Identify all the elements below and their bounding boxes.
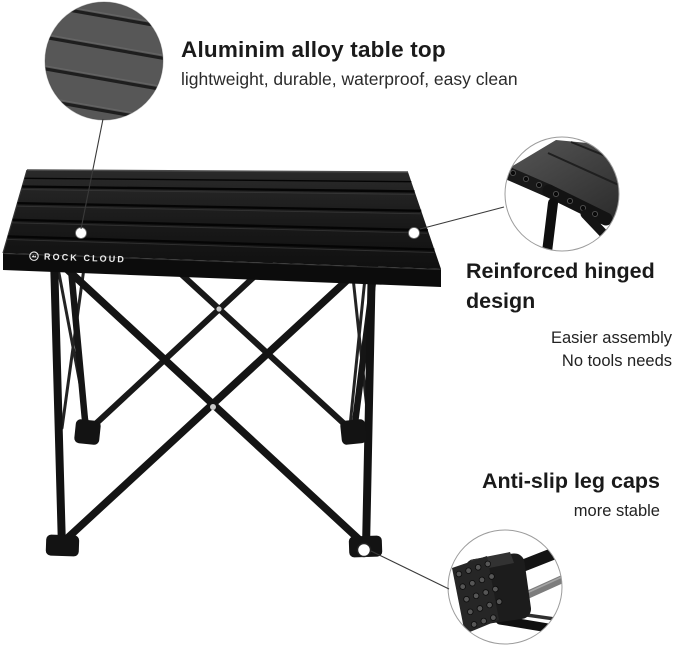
- tabletop-front-rail: [3, 253, 441, 287]
- table-legs: [50, 254, 380, 552]
- zoom-circle-anti-slip-cap: [447, 529, 563, 645]
- callout-line-hinge: [419, 206, 505, 230]
- leg-cap-callout-subtitle: more stable: [573, 502, 660, 520]
- callout-line-leg-cap: [370, 550, 450, 590]
- rockcloud-logo-icon: [29, 251, 39, 261]
- leg-foot-caps: [45, 419, 383, 558]
- hinge-callout-sub1: Easier assembly: [550, 329, 672, 347]
- callout-lines: [80, 118, 505, 590]
- callout-line-tabletop: [80, 118, 104, 230]
- leg-cap-callout: Anti-slip leg caps more stable: [482, 468, 660, 521]
- rivet-upper: [216, 306, 222, 312]
- back-x-brace: [85, 259, 355, 434]
- tabletop-slat-grooves: [7, 177, 435, 254]
- tabletop-callout-subtitle: lightweight, durable, waterproof, easy c…: [181, 69, 518, 89]
- hinge-callout-title: Reinforced hinged design: [466, 259, 655, 313]
- rivet-lower: [210, 404, 216, 410]
- zoom-circle-tabletop-texture: [44, 1, 164, 121]
- leg-cap-callout-title: Anti-slip leg caps: [481, 469, 660, 493]
- tabletop-anchor-dot-right: [408, 227, 420, 239]
- tabletop-callout-title: Aluminim alloy table top: [181, 37, 446, 62]
- tabletop-anchor-dot-left: [75, 227, 87, 239]
- hinge-callout-sub2: No tools needs: [561, 352, 672, 370]
- foot-cap-highlight-hole: [356, 542, 372, 558]
- front-x-brace: [53, 256, 373, 548]
- tabletop: [2, 169, 442, 287]
- hinge-callout: Reinforced hinged design Easier assembly…: [466, 256, 672, 373]
- rockcloud-logo: ROCK CLOUD: [29, 251, 126, 264]
- zoom-circle-hinge-detail: [504, 136, 620, 252]
